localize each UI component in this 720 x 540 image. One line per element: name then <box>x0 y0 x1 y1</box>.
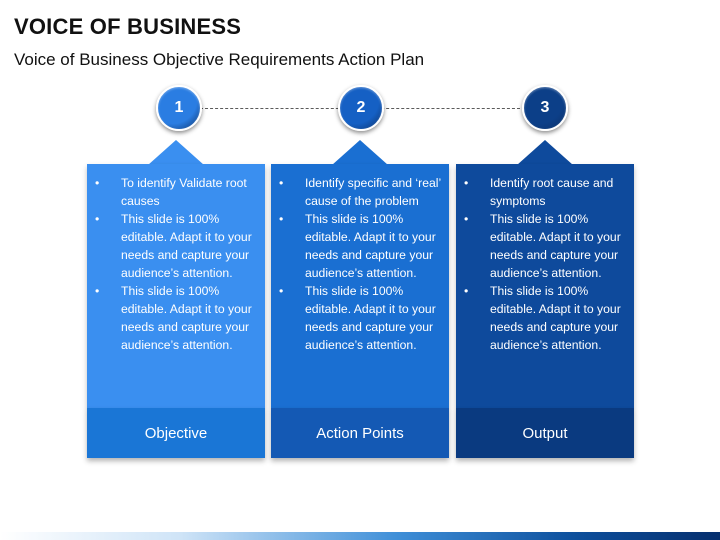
card-1-footer: Objective <box>87 408 265 458</box>
card-1-bullet-list: To identify Validate root causes This sl… <box>87 164 265 354</box>
card-1-body: To identify Validate root causes This sl… <box>87 164 265 408</box>
card-2-label: Action Points <box>316 424 404 442</box>
card-2-body: Identify specific and ‘real’ cause of th… <box>271 164 449 408</box>
bullet-item: This slide is 100% editable. Adapt it to… <box>279 210 441 282</box>
step-3-number: 3 <box>540 99 550 116</box>
page-subtitle: Voice of Business Objective Requirements… <box>14 50 425 69</box>
step-2-circle: 2 <box>338 85 384 131</box>
bullet-item: This slide is 100% editable. Adapt it to… <box>464 282 626 354</box>
card-3-pointer <box>517 140 573 165</box>
card-objective: To identify Validate root causes This sl… <box>87 140 265 458</box>
bottom-gradient-bar <box>0 532 720 540</box>
bullet-item: Identify specific and ‘real’ cause of th… <box>279 174 441 210</box>
card-3-body: Identify root cause and symptoms This sl… <box>456 164 634 408</box>
bullet-item: To identify Validate root causes <box>95 174 257 210</box>
bullet-item: This slide is 100% editable. Adapt it to… <box>279 282 441 354</box>
card-1-pointer <box>148 140 204 165</box>
card-1-label: Objective <box>144 424 208 442</box>
card-3-bullet-list: Identify root cause and symptoms This sl… <box>456 164 634 354</box>
step-1-circle: 1 <box>156 85 202 131</box>
step-3-circle: 3 <box>522 85 568 131</box>
step-1-number: 1 <box>174 99 184 116</box>
card-output: Identify root cause and symptoms This sl… <box>456 140 634 458</box>
bullet-item: This slide is 100% editable. Adapt it to… <box>464 210 626 282</box>
page-title: VOICE OF BUSINESS <box>14 14 242 39</box>
card-action-points: Identify specific and ‘real’ cause of th… <box>271 140 449 458</box>
card-2-bullet-list: Identify specific and ‘real’ cause of th… <box>271 164 449 354</box>
bullet-item: Identify root cause and symptoms <box>464 174 626 210</box>
card-3-label: Output <box>522 424 568 442</box>
card-2-footer: Action Points <box>271 408 449 458</box>
step-2-number: 2 <box>356 99 366 116</box>
bullet-item: This slide is 100% editable. Adapt it to… <box>95 210 257 282</box>
bullet-item: This slide is 100% editable. Adapt it to… <box>95 282 257 354</box>
card-3-footer: Output <box>456 408 634 458</box>
card-2-pointer <box>332 140 388 165</box>
